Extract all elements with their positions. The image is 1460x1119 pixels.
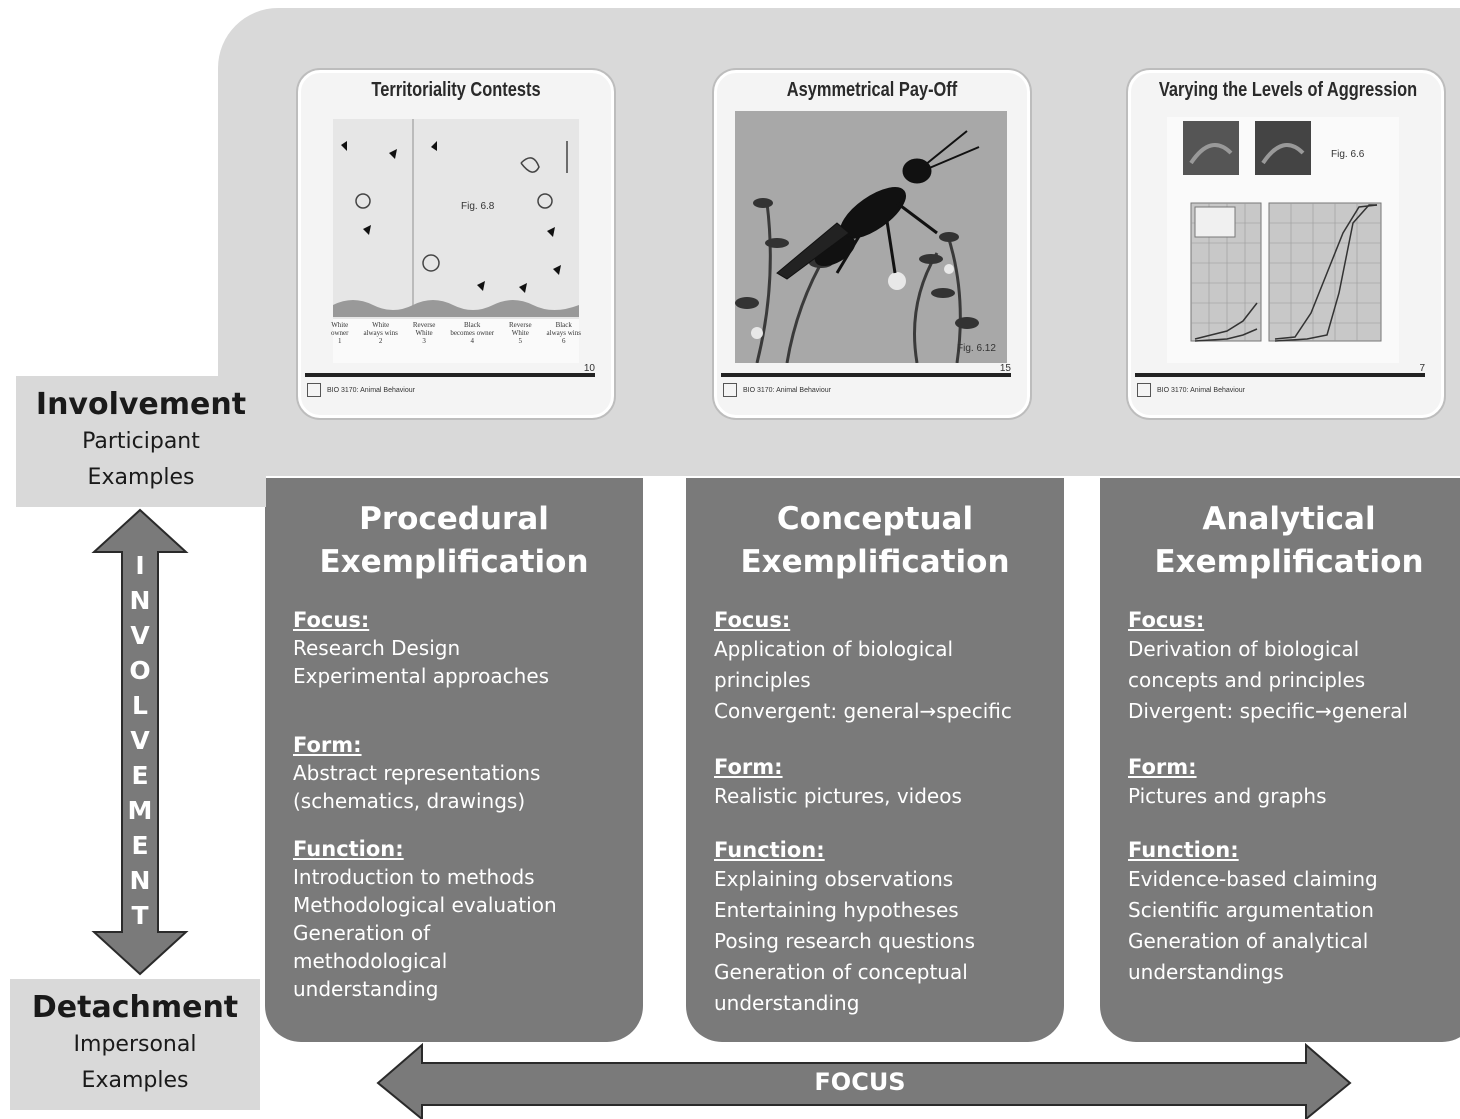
- focus-line: Application of biological: [714, 637, 954, 661]
- form-line: Pictures and graphs: [1128, 784, 1327, 808]
- function-line: Generation of analytical: [1128, 929, 1369, 953]
- figure-label: Fig. 6.6: [1331, 149, 1365, 160]
- form-section: Form: Pictures and graphs: [1128, 753, 1460, 812]
- focus-line: concepts and principles: [1128, 668, 1366, 692]
- function-section: Function: Introduction to methods Method…: [293, 835, 633, 1003]
- slide-footer: BIO 3170: Animal Behaviour: [723, 383, 831, 397]
- focus-heading: Focus:: [714, 608, 791, 632]
- function-heading: Function:: [714, 838, 825, 862]
- detachment-line: Examples: [81, 1068, 189, 1093]
- university-logo-icon: [1137, 383, 1151, 397]
- form-line: Realistic pictures, videos: [714, 784, 962, 808]
- slide-title: Territoriality Contests: [371, 79, 541, 101]
- slide-asymmetrical: Asymmetrical Pay-Off Fi: [714, 70, 1030, 418]
- function-section: Function: Evidence-based claiming Scient…: [1128, 836, 1460, 988]
- function-line: methodological: [293, 949, 448, 973]
- slide-footer-bar: [1135, 373, 1425, 377]
- focus-line: Experimental approaches: [293, 664, 550, 688]
- focus-section: Focus: Application of biological princip…: [714, 606, 1054, 727]
- detachment-line: Impersonal: [73, 1032, 197, 1057]
- detachment-title: Detachment: [31, 990, 239, 1025]
- slide-footer-text: BIO 3170: Animal Behaviour: [1157, 386, 1245, 394]
- function-line: Posing research questions: [714, 929, 975, 953]
- detachment-box: Detachment Impersonal Examples: [10, 979, 260, 1110]
- slide-footer: BIO 3170: Animal Behaviour: [307, 383, 415, 397]
- function-line: Entertaining hypotheses: [714, 898, 959, 922]
- territoriality-schematic: [333, 119, 579, 363]
- slide-page-number: 10: [583, 363, 595, 374]
- function-line: understandings: [1128, 960, 1284, 984]
- focus-heading: Focus:: [1128, 608, 1205, 632]
- function-line: Explaining observations: [714, 867, 954, 891]
- focus-arrow-label: FOCUS: [814, 1068, 906, 1096]
- aggression-figure: [1167, 117, 1399, 363]
- involvement-vertical-arrow: [91, 508, 189, 976]
- university-logo-icon: [307, 383, 321, 397]
- figure-label: Fig. 6.12: [957, 343, 996, 354]
- slide-page-number: 7: [1419, 363, 1425, 374]
- slide-footer-bar: [305, 373, 595, 377]
- focus-horizontal-arrow: [376, 1043, 1352, 1119]
- function-line: understanding: [714, 991, 860, 1015]
- slide-footer-text: BIO 3170: Animal Behaviour: [743, 386, 831, 394]
- involvement-arrow-letters: I N V O L V E M E N T: [127, 551, 153, 930]
- involvement-line: Participant: [82, 429, 200, 454]
- form-section: Form: Realistic pictures, videos: [714, 753, 1054, 812]
- form-section: Form: Abstract representations (schemati…: [293, 731, 633, 815]
- form-heading: Form:: [293, 733, 362, 757]
- figure-label: Fig. 6.8: [461, 201, 495, 212]
- slide-footer: BIO 3170: Animal Behaviour: [1137, 383, 1245, 397]
- wasp-photo: [735, 111, 1007, 363]
- form-line: (schematics, drawings): [293, 789, 526, 813]
- involvement-line: Examples: [87, 465, 195, 490]
- slide-footer-bar: [721, 373, 1011, 377]
- focus-line: Research Design: [293, 636, 461, 660]
- form-heading: Form:: [1128, 755, 1197, 779]
- slide-aggression: Varying the Levels of Aggression: [1128, 70, 1444, 418]
- focus-section: Focus: Research Design Experimental appr…: [293, 606, 633, 690]
- involvement-title: Involvement: [35, 387, 247, 422]
- focus-line: principles: [714, 668, 811, 692]
- function-line: Methodological evaluation: [293, 893, 557, 917]
- function-line: Introduction to methods: [293, 865, 535, 889]
- focus-line: Divergent: specific→general: [1128, 699, 1408, 723]
- function-line: understanding: [293, 977, 439, 1001]
- function-heading: Function:: [1128, 838, 1239, 862]
- function-line: Evidence-based claiming: [1128, 867, 1378, 891]
- function-line: Scientific argumentation: [1128, 898, 1374, 922]
- slide-page-number: 15: [999, 363, 1011, 374]
- focus-heading: Focus:: [293, 608, 370, 632]
- involvement-box: Involvement Participant Examples: [16, 376, 266, 507]
- slide-footer-text: BIO 3170: Animal Behaviour: [327, 386, 415, 394]
- function-heading: Function:: [293, 837, 404, 861]
- university-logo-icon: [723, 383, 737, 397]
- focus-section: Focus: Derivation of biological concepts…: [1128, 606, 1460, 727]
- slide-title: Asymmetrical Pay-Off: [786, 79, 958, 101]
- focus-line: Derivation of biological: [1128, 637, 1360, 661]
- slide-title: Varying the Levels of Aggression: [1158, 79, 1418, 101]
- focus-line: Convergent: general→specific: [714, 699, 1012, 723]
- function-line: Generation of conceptual: [714, 960, 968, 984]
- function-line: Generation of: [293, 921, 431, 945]
- form-heading: Form:: [714, 755, 783, 779]
- function-section: Function: Explaining observations Entert…: [714, 836, 1054, 1019]
- form-line: Abstract representations: [293, 761, 541, 785]
